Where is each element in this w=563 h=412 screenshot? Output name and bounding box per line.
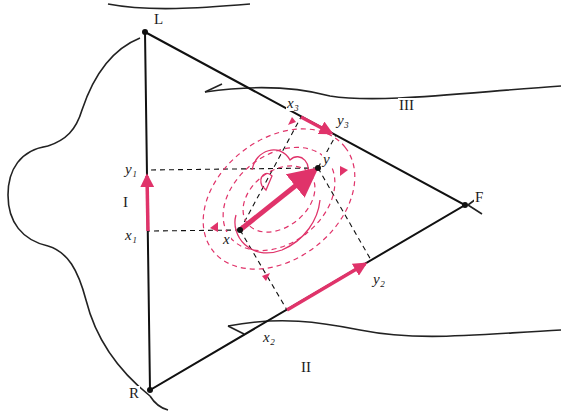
point-label: y₂ xyxy=(372,272,386,287)
point-label: y₁ xyxy=(124,162,138,177)
vectors xyxy=(147,117,365,310)
projection-lines xyxy=(147,117,371,310)
vertex-dot xyxy=(142,29,148,35)
lead-label: II xyxy=(300,360,312,375)
vertex-label: F xyxy=(474,190,484,205)
body-outline xyxy=(8,4,561,410)
vector-origin xyxy=(237,227,243,233)
dipole-field xyxy=(176,100,382,298)
lead-label: III xyxy=(398,98,415,113)
lead-label: I xyxy=(122,195,129,210)
einthoven-triangle xyxy=(145,32,465,390)
vector-tip xyxy=(315,165,321,171)
vertex-label: R xyxy=(128,386,140,401)
point-label: x₂ xyxy=(262,330,276,345)
vertex-dot xyxy=(147,387,153,393)
vertex-label: L xyxy=(153,12,164,27)
field-arrows xyxy=(210,117,348,281)
point-label: x₁ xyxy=(124,228,138,243)
point-label: y xyxy=(322,152,331,167)
vertex-dot xyxy=(462,202,468,208)
point-label: x₃ xyxy=(286,96,300,111)
heart-outline xyxy=(235,150,320,253)
point-label: x xyxy=(222,232,231,247)
point-label: y₃ xyxy=(336,113,350,128)
